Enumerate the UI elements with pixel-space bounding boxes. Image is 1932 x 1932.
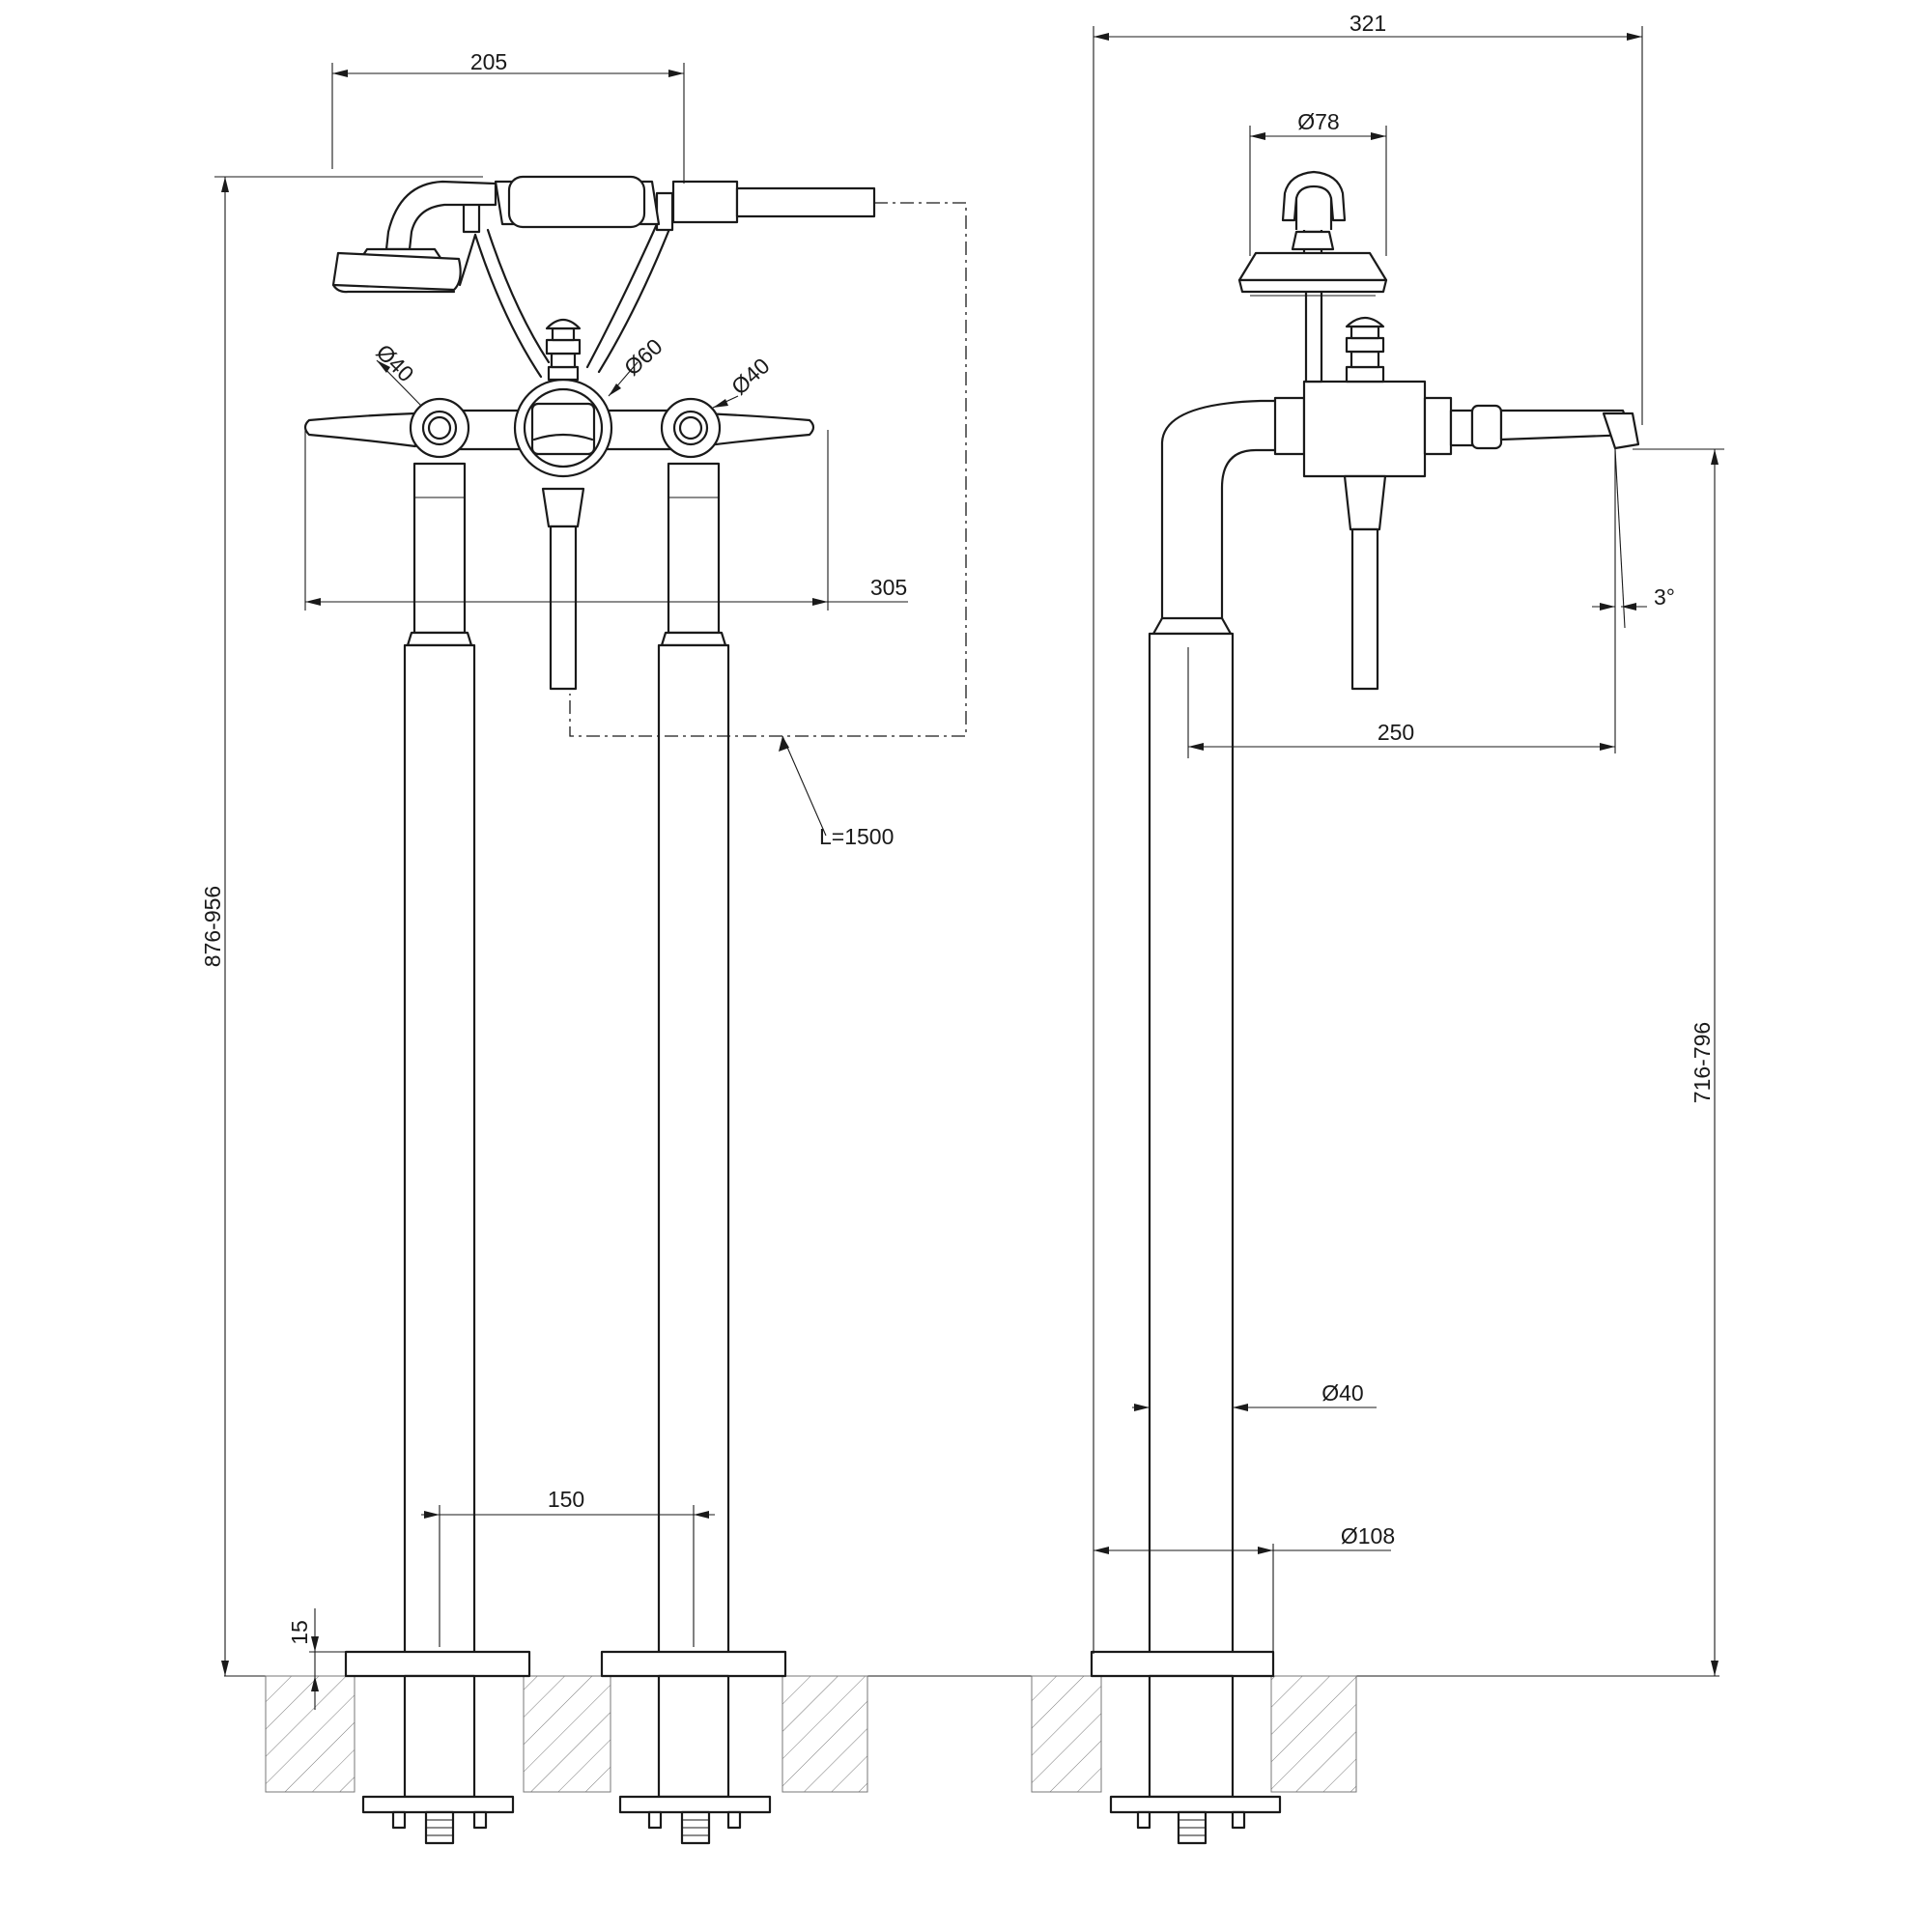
- dim-leg-spacing: 150: [548, 1487, 584, 1512]
- left-leg: [344, 462, 531, 1799]
- dimension-lines: [214, 26, 1724, 1710]
- mixer-body: [303, 318, 815, 691]
- side-view: [1090, 170, 1640, 1845]
- dim-hose-length: L=1500: [819, 824, 894, 849]
- dim-hand-shower-reach: 205: [470, 49, 507, 74]
- dim-leg-diameter: Ø40: [1321, 1380, 1363, 1406]
- dim-center-body-diameter: Ø60: [619, 333, 668, 380]
- dim-overall-height: 876-956: [200, 886, 225, 967]
- dim-handle-span: 305: [870, 575, 907, 600]
- dim-spout-reach: 250: [1378, 720, 1414, 745]
- dim-total-depth: 321: [1350, 11, 1386, 36]
- dim-shower-head-diameter: Ø78: [1297, 109, 1339, 134]
- floor-section: [224, 1675, 1719, 1793]
- dim-spout-angle: 3°: [1654, 584, 1675, 610]
- dim-floor-plate-height: 15: [287, 1620, 312, 1645]
- dim-base-diameter: Ø108: [1341, 1523, 1395, 1548]
- front-fixings: [361, 1795, 772, 1845]
- dim-spout-height: 716-796: [1690, 1022, 1715, 1103]
- hose-path: [569, 202, 967, 837]
- dim-left-handle-diameter: Ø40: [371, 339, 418, 386]
- dim-right-handle-diameter: Ø40: [726, 353, 775, 399]
- right-leg: [600, 462, 787, 1799]
- hand-shower: [331, 175, 876, 379]
- front-view: [303, 175, 876, 1845]
